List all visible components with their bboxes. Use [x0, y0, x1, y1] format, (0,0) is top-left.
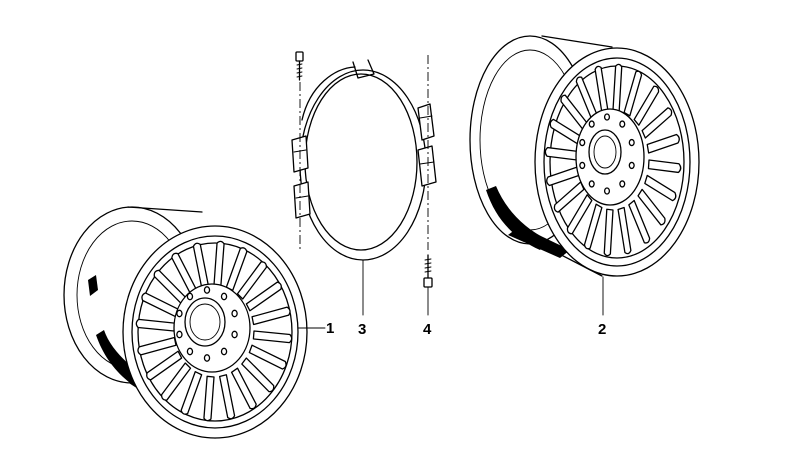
spoke-slot — [141, 292, 180, 318]
alloy-wheel-1 — [63, 206, 308, 439]
bolt-hole — [186, 292, 194, 301]
spoke-slot — [160, 362, 192, 401]
spoke-slot — [192, 242, 210, 288]
spoke-slot — [553, 181, 585, 213]
bolt-hole — [231, 309, 238, 318]
spoke-slot — [245, 281, 282, 312]
callout-label-1: 1 — [326, 320, 334, 337]
spoke-slot — [583, 203, 603, 250]
bolt-hole — [579, 138, 586, 147]
spoke-slot — [544, 146, 579, 161]
spoke-slot — [633, 85, 660, 126]
spoke-slot — [594, 65, 609, 114]
callout-1: 1 — [297, 320, 334, 337]
spoke-slot — [213, 240, 225, 287]
bolt-hole — [619, 120, 626, 128]
spoke-slot — [251, 306, 291, 326]
spoke-slot — [546, 166, 580, 187]
spoke-slot — [180, 371, 203, 415]
bolt-hole — [588, 180, 595, 188]
spoke-slot — [603, 208, 614, 257]
bolt-hole — [176, 330, 183, 339]
spoke-slot — [623, 70, 643, 117]
spoke-slot — [236, 261, 268, 300]
screw-lower — [423, 254, 433, 288]
spoke-slot — [575, 76, 598, 121]
spoke-slot — [646, 133, 680, 154]
wheel-2-spokes — [544, 63, 682, 257]
spoke-slot — [135, 318, 176, 332]
callout-3: 3 — [358, 259, 366, 338]
spoke-slot — [203, 375, 215, 422]
spoke-slot — [248, 344, 287, 370]
callout-label-3: 3 — [358, 321, 366, 338]
bolt-hole — [603, 113, 611, 121]
callout-4: 4 — [423, 286, 432, 338]
bolt-hole — [186, 347, 194, 356]
bolt-hole — [628, 138, 635, 147]
spoke-slot — [171, 252, 198, 295]
alloy-wheel-2 — [469, 35, 700, 277]
spoke-slot — [637, 188, 666, 226]
screw-upper — [295, 51, 304, 81]
wheel-1-bolt-holes — [176, 286, 238, 362]
spoke-slot — [146, 350, 183, 381]
bolt-hole — [176, 309, 183, 318]
spoke-slot — [560, 94, 589, 132]
spoke-slot — [549, 118, 582, 146]
callout-2: 2 — [598, 276, 606, 338]
spoke-slot — [252, 330, 293, 344]
wheel-1-face — [122, 225, 308, 439]
spoke-slot — [225, 247, 248, 291]
bolt-hole — [588, 120, 595, 128]
bolt-hole — [220, 292, 228, 301]
callout-label-2: 2 — [598, 321, 606, 338]
bolt-hole — [603, 187, 611, 195]
assembly-centerlines — [299, 55, 429, 250]
spoke-slot — [153, 269, 187, 305]
ring-clip-lower-left — [293, 181, 311, 219]
callout-label-4: 4 — [423, 321, 432, 338]
bolt-hole — [579, 161, 586, 170]
spoke-slot — [566, 194, 593, 235]
spoke-slot — [612, 63, 623, 112]
wheel-2-face — [534, 47, 700, 277]
bolt-hole — [628, 161, 635, 170]
spoke-slot — [641, 107, 673, 139]
wheel-2-bolt-holes — [579, 113, 635, 195]
trim-ring — [291, 59, 437, 261]
spoke-slot — [647, 159, 682, 174]
ring-clip-lower-right — [417, 145, 437, 187]
bolt-hole — [203, 354, 211, 362]
bolt-hole — [619, 180, 626, 188]
spoke-slot — [241, 357, 275, 393]
ring-clip-upper-right — [417, 103, 435, 141]
spoke-slot — [644, 174, 677, 202]
spoke-slot — [628, 199, 651, 244]
spoke-slot — [218, 374, 236, 420]
bolt-hole — [231, 330, 238, 339]
wheel-1-spokes — [135, 240, 293, 422]
bolt-hole — [203, 286, 211, 294]
spoke-slot — [137, 336, 177, 356]
spoke-slot — [230, 367, 257, 410]
spoke-slot — [617, 206, 632, 255]
bolt-hole — [220, 347, 228, 356]
